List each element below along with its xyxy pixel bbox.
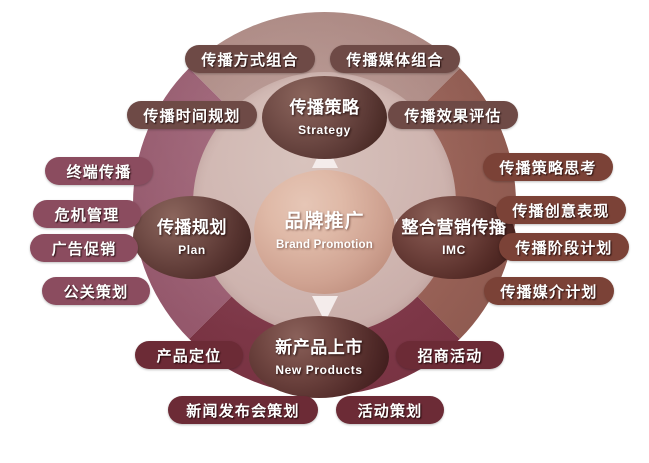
node-plan-label-en: Plan	[178, 243, 206, 257]
center-node-label-cn: 品牌推广	[284, 211, 365, 233]
label-pill-phase-plan: 传播阶段计划	[499, 233, 629, 261]
center-node-brand-promotion: 品牌推广 Brand Promotion	[254, 170, 395, 294]
label-pill-communication-timing-plan: 传播时间规划	[127, 101, 257, 129]
label-pill-communication-method-mix: 传播方式组合	[185, 45, 315, 73]
node-plan-label-cn: 传播规划	[157, 218, 227, 237]
label-pill-pr-planning: 公关策划	[42, 277, 150, 305]
label-pill-media-plan: 传播媒介计划	[484, 277, 614, 305]
label-pill-advertising-promotion: 广告促销	[30, 234, 138, 262]
label-pill-crisis-management: 危机管理	[33, 200, 141, 228]
node-strategy: 传播策略 Strategy	[262, 76, 387, 159]
label-pill-press-conference: 新闻发布会策划	[168, 396, 318, 424]
label-pill-strategy-thinking: 传播策略思考	[483, 153, 613, 181]
node-new-products-label-cn: 新产品上市	[275, 337, 363, 357]
label-pill-product-positioning: 产品定位	[135, 341, 243, 369]
node-imc: 整合营销传播 IMC	[392, 196, 516, 279]
node-strategy-label-cn: 传播策略	[289, 98, 360, 117]
node-plan: 传播规划 Plan	[133, 196, 251, 279]
center-node-label-en: Brand Promotion	[276, 239, 373, 252]
label-pill-creative-expression: 传播创意表现	[496, 196, 626, 224]
label-pill-event-planning: 活动策划	[336, 396, 444, 424]
node-strategy-label-en: Strategy	[298, 123, 351, 137]
label-pill-media-mix: 传播媒体组合	[330, 45, 460, 73]
node-imc-label-cn: 整合营销传播	[401, 218, 507, 237]
label-pill-investment-event: 招商活动	[396, 341, 504, 369]
label-pill-terminal-communication: 终端传播	[45, 157, 153, 185]
label-pill-effect-evaluation: 传播效果评估	[388, 101, 518, 129]
node-imc-label-en: IMC	[442, 243, 466, 257]
node-new-products: 新产品上市 New Products	[249, 316, 389, 398]
node-new-products-label-en: New Products	[275, 362, 363, 377]
